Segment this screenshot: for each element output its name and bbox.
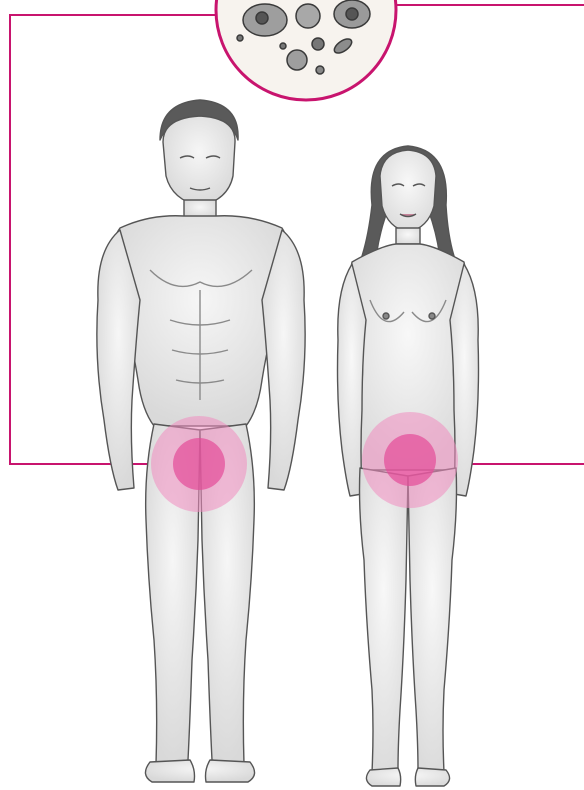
cell-nucleus bbox=[256, 12, 268, 24]
male-feet bbox=[145, 760, 254, 782]
cell bbox=[316, 66, 324, 74]
cell bbox=[280, 43, 286, 49]
female-feet bbox=[366, 768, 449, 786]
female-nipple bbox=[383, 313, 389, 319]
female-left-leg bbox=[360, 468, 409, 772]
female-neck bbox=[396, 228, 420, 244]
female-right-leg bbox=[408, 468, 457, 772]
female-groin-highlight bbox=[362, 412, 458, 508]
cell bbox=[237, 35, 243, 41]
cell bbox=[312, 38, 324, 50]
female-nipple bbox=[429, 313, 435, 319]
male-groin-highlight bbox=[151, 416, 247, 512]
cell bbox=[287, 50, 307, 70]
male-head bbox=[163, 116, 235, 206]
female-head bbox=[380, 150, 436, 232]
magnified-cells-inset bbox=[216, 0, 396, 100]
cell bbox=[296, 4, 320, 28]
cell-nucleus bbox=[346, 8, 358, 20]
